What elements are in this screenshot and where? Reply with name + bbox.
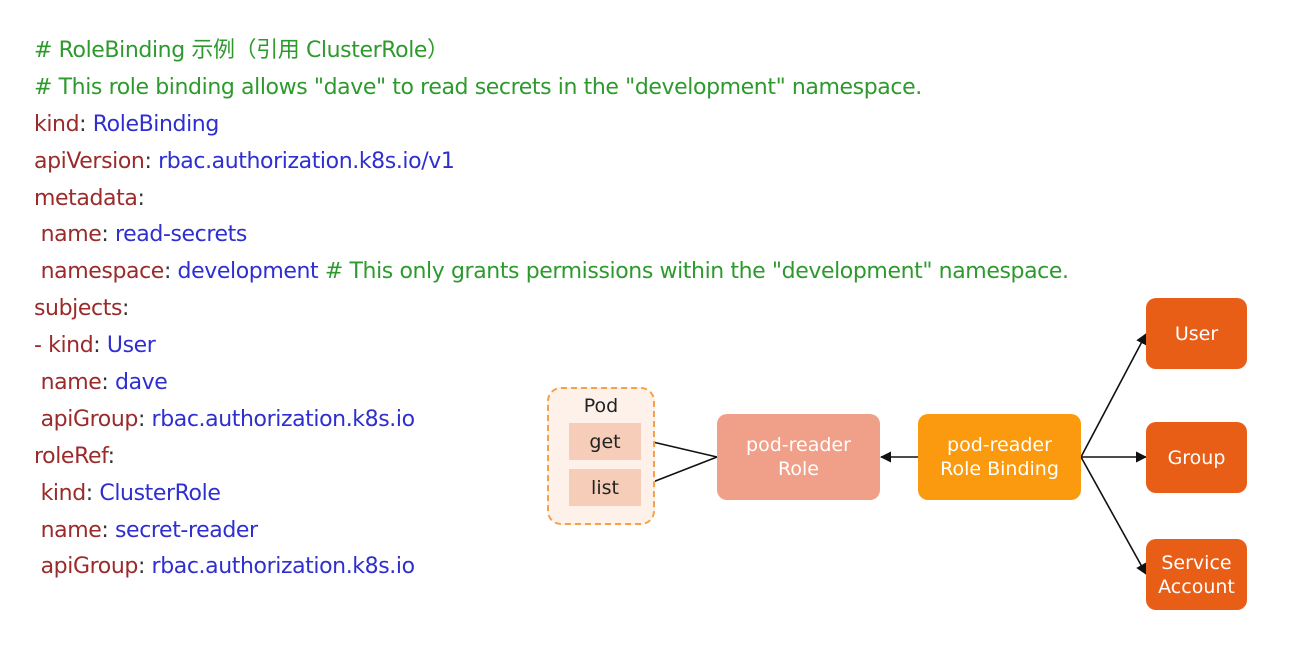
code-line: apiGroup: rbac.authorization.k8s.io — [34, 402, 1069, 439]
code-punctuation: : — [101, 370, 115, 396]
code-value: read-secrets — [115, 222, 247, 248]
subject-user-label: User — [1174, 322, 1219, 345]
code-punctuation: : — [137, 554, 152, 580]
code-key: namespace — [34, 259, 165, 285]
code-punctuation: : — [137, 406, 152, 432]
code-key: name — [34, 517, 102, 543]
code-line: apiGroup: rbac.authorization.k8s.io — [34, 549, 1069, 586]
code-line: roleRef: — [34, 439, 1069, 476]
code-value: RoleBinding — [92, 111, 220, 137]
code-key: metadata — [34, 185, 138, 211]
yaml-listing: # RoleBinding 示例（引用 ClusterRole） # This r… — [34, 33, 1069, 586]
verb-list: list — [569, 469, 641, 506]
code-comment: # This only grants permissions within th… — [318, 259, 1069, 285]
code-value: dave — [115, 370, 168, 396]
code-key: apiGroup — [34, 406, 139, 432]
subject-service-account-line2: Account — [1158, 575, 1235, 598]
code-key: name — [34, 370, 102, 396]
arrow-binding-to-service-account — [1080, 456, 1147, 575]
role-name: pod-reader — [746, 434, 851, 456]
code-line: namespace: development # This only grant… — [34, 254, 1069, 291]
code-value: rbac.authorization.k8s.io — [151, 554, 416, 580]
role-kind: Role — [778, 458, 819, 480]
code-key: kind — [34, 111, 80, 137]
role-binding-kind: Role Binding — [940, 458, 1059, 480]
code-punctuation: : — [101, 517, 115, 543]
code-punctuation: : — [101, 222, 115, 248]
code-key: roleRef — [34, 443, 108, 469]
code-line: kind: RoleBinding — [34, 107, 1069, 144]
code-line: - kind: User — [34, 328, 1069, 365]
code-line: # RoleBinding 示例（引用 ClusterRole） — [34, 33, 1069, 70]
code-comment: # This role binding allows "dave" to rea… — [34, 74, 922, 100]
role-binding-name: pod-reader — [947, 434, 1052, 456]
code-line: apiVersion: rbac.authorization.k8s.io/v1 — [34, 144, 1069, 181]
code-key: - kind — [34, 333, 94, 359]
code-punctuation: : — [79, 111, 93, 137]
code-line: name: secret-reader — [34, 513, 1069, 550]
code-punctuation: : — [85, 480, 100, 506]
verb-get: get — [569, 423, 641, 460]
subject-group-node: Group — [1146, 422, 1247, 493]
arrow-binding-to-user — [1080, 333, 1147, 458]
code-line: metadata: — [34, 181, 1069, 218]
code-punctuation: : — [137, 185, 145, 211]
code-line: kind: ClusterRole — [34, 476, 1069, 513]
subject-group-label: Group — [1167, 446, 1226, 469]
code-punctuation: : — [122, 296, 130, 322]
code-value: User — [106, 333, 156, 359]
code-line: # This role binding allows "dave" to rea… — [34, 70, 1069, 107]
code-comment: # RoleBinding 示例（引用 ClusterRole） — [34, 38, 449, 63]
code-key: kind — [34, 480, 87, 506]
code-line: name: read-secrets — [34, 217, 1069, 254]
subject-service-account-line1: Service — [1161, 551, 1232, 574]
code-key: apiGroup — [34, 554, 139, 580]
role-node: pod-reader Role — [717, 414, 880, 500]
code-key: apiVersion — [34, 148, 145, 174]
code-value: secret-reader — [115, 517, 258, 543]
code-line: subjects: — [34, 291, 1069, 328]
code-punctuation: : — [144, 148, 159, 174]
subject-user-node: User — [1146, 298, 1247, 369]
code-punctuation: : — [93, 333, 107, 359]
code-line: name: dave — [34, 365, 1069, 402]
code-punctuation: : — [107, 443, 115, 469]
pod-box: Pod get list — [547, 387, 655, 525]
code-value: ClusterRole — [99, 480, 221, 506]
code-key: name — [34, 222, 102, 248]
code-punctuation: : — [163, 259, 178, 285]
code-value: rbac.authorization.k8s.io/v1 — [158, 148, 455, 174]
role-binding-node: pod-reader Role Binding — [918, 414, 1081, 500]
code-value: rbac.authorization.k8s.io — [151, 406, 416, 432]
code-value: development — [177, 259, 319, 285]
code-key: subjects — [34, 296, 123, 322]
pod-label: Pod — [583, 395, 619, 417]
subject-service-account-node: Service Account — [1146, 539, 1247, 610]
